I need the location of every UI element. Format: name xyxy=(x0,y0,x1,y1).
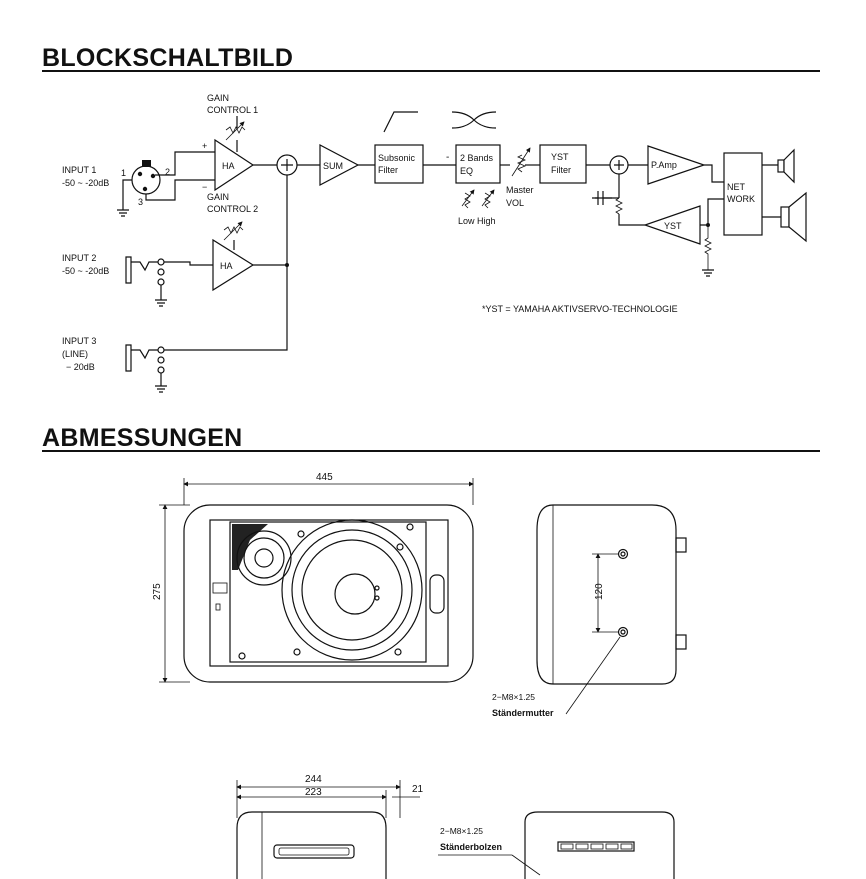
gain1-label-2: CONTROL 1 xyxy=(207,105,258,115)
yst-footnote: *YST = YAMAHA AKTIVSERVO-TECHNOLOGIE xyxy=(482,304,678,314)
nut-spec: 2−M8×1.25 xyxy=(492,692,535,702)
gain1-label-1: GAIN xyxy=(207,93,229,103)
gain2-label-2: CONTROL 2 xyxy=(207,204,258,214)
svg-text:−: − xyxy=(202,182,207,192)
master-vol-pot-icon xyxy=(516,154,527,173)
svg-text:Filter: Filter xyxy=(378,165,398,175)
dimensions-rule xyxy=(42,450,820,452)
speaker-side-view: 120 xyxy=(536,504,687,715)
svg-text:P.Amp: P.Amp xyxy=(651,160,677,170)
input2-block: INPUT 2 -50 ~ -20dB xyxy=(62,253,213,307)
block-diagram-rule xyxy=(42,70,820,72)
svg-text:VOL: VOL xyxy=(506,198,524,208)
eq-block xyxy=(455,144,501,184)
svg-text:(LINE): (LINE) xyxy=(62,349,88,359)
svg-text:-: - xyxy=(446,152,449,163)
eq-curve-icon xyxy=(451,111,497,129)
depth-body-dimension: 223 xyxy=(305,787,322,798)
capacitor-icon xyxy=(592,191,612,205)
pin1-label: 1 xyxy=(121,168,126,178)
input1-level: -50 ~ -20dB xyxy=(62,178,109,188)
svg-text:INPUT 2: INPUT 2 xyxy=(62,253,96,263)
woofer-icon xyxy=(780,191,807,243)
sum-amplifier xyxy=(319,144,360,186)
svg-text:INPUT 3: INPUT 3 xyxy=(62,336,96,346)
bolt-label: Ständerbolzen xyxy=(440,842,502,852)
input3-block: INPUT 3 (LINE) − 20dB xyxy=(62,175,288,393)
svg-text:2 Bands: 2 Bands xyxy=(460,153,494,163)
ha-amplifier-1 xyxy=(214,138,255,192)
block-diagram-heading: BLOCKSCHALTBILD xyxy=(42,44,294,72)
svg-text:− 20dB: − 20dB xyxy=(66,362,95,372)
network-block xyxy=(723,152,763,236)
hole-spacing-dimension: 120 xyxy=(594,583,605,600)
svg-text:Subsonic: Subsonic xyxy=(378,153,416,163)
depth-total-dimension: 244 xyxy=(305,774,322,785)
power-amplifier xyxy=(647,145,706,185)
subsonic-filter-block xyxy=(374,144,424,184)
pin3-label: 3 xyxy=(138,197,143,207)
speaker-top-view xyxy=(236,811,387,879)
jack2-icon xyxy=(125,256,132,284)
highpass-curve-icon xyxy=(383,111,418,133)
svg-text:HA: HA xyxy=(222,161,235,171)
svg-text:+: + xyxy=(202,141,207,151)
svg-text:SUM: SUM xyxy=(323,161,343,171)
eq-controls-label: Low High xyxy=(458,216,496,226)
height-dimension: 275 xyxy=(152,583,163,600)
jack3-icon xyxy=(125,344,132,372)
width-dimension: 445 xyxy=(316,472,333,483)
depth-extra-dimension: 21 xyxy=(412,784,424,795)
ha-amplifier-2 xyxy=(212,238,255,292)
svg-text:-50 ~ -20dB: -50 ~ -20dB xyxy=(62,266,109,276)
bolt-spec: 2−M8×1.25 xyxy=(440,826,483,836)
svg-text:HA: HA xyxy=(220,261,233,271)
pin2-label: 2 xyxy=(165,167,170,177)
svg-text:YST: YST xyxy=(664,221,682,231)
svg-text:Filter: Filter xyxy=(551,165,571,175)
svg-text:YST: YST xyxy=(551,152,569,162)
tweeter-icon xyxy=(777,148,795,184)
input1-label: INPUT 1 xyxy=(62,165,96,175)
input1-block: INPUT 1 -50 ~ -20dB 1 2 3 + − xyxy=(62,141,215,217)
gain2-label-1: GAIN xyxy=(207,192,229,202)
speaker-bottom-view xyxy=(524,811,675,879)
speaker-front-view xyxy=(183,504,474,683)
svg-text:Master: Master xyxy=(506,185,534,195)
nut-label: Ständermutter xyxy=(492,708,554,718)
svg-text:NET: NET xyxy=(727,182,746,192)
dimensions-heading: ABMESSUNGEN xyxy=(42,424,243,452)
svg-text:WORK: WORK xyxy=(727,194,755,204)
yst-filter-block xyxy=(539,144,587,184)
svg-text:EQ: EQ xyxy=(460,166,473,176)
